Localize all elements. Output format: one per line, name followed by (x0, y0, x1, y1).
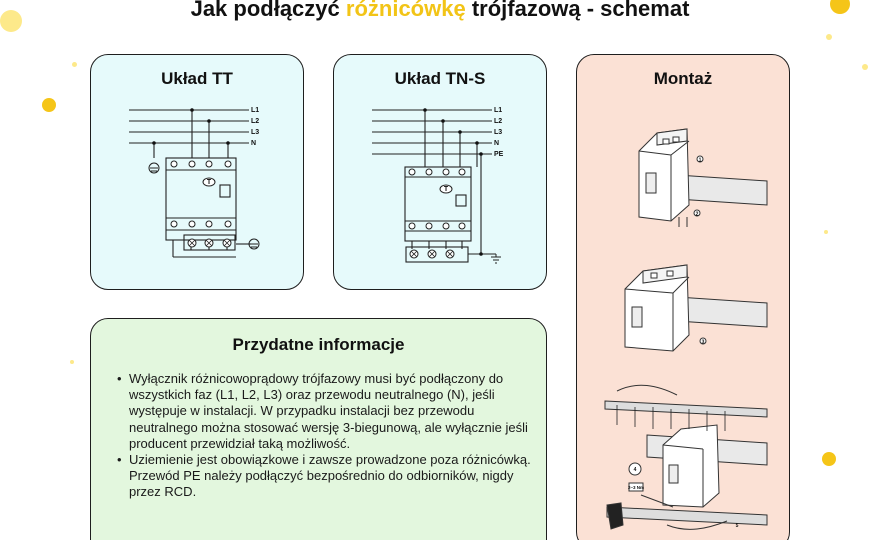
torque-label: 2–3 Nm (628, 485, 644, 490)
line-label-l3: L3 (251, 129, 259, 136)
decor-dot (72, 62, 77, 67)
panel-title: Montaż (653, 69, 713, 88)
decor-dot (42, 98, 56, 112)
step-mark: 4 (634, 467, 637, 473)
page-title: Jak podłączyć różnicówkę trójfazową - sc… (0, 0, 880, 22)
mounting-step-3 (604, 384, 768, 530)
info-bullet: Uziemienie jest obowiązkowe i zawsze pro… (117, 452, 537, 501)
line-label-n: N (251, 140, 256, 147)
montaz-illustration: 1 2 3 4 5 2–3 Nm (604, 128, 768, 530)
step-mark: 5 (736, 523, 739, 529)
panel-useful-info: Przydatne informacje Wyłącznik różnicowo… (90, 318, 547, 540)
mounting-step-1 (638, 128, 768, 227)
line-label-l3: L3 (494, 129, 502, 136)
mounting-step-2 (624, 264, 768, 352)
info-bullet: Wyłącznik różnicowoprądowy trójfazowy mu… (117, 371, 537, 452)
device-symbol: T (207, 179, 212, 186)
title-highlight: różnicówkę (345, 0, 466, 21)
panel-montaz: Montaż (576, 54, 790, 540)
line-label-l2: L2 (251, 118, 259, 125)
line-label-l2: L2 (494, 118, 502, 125)
decor-dot (826, 34, 832, 40)
panel-tns-system: Układ TN-S (333, 54, 547, 290)
panel-title: Przydatne informacje (232, 335, 405, 354)
title-text-end: trójfazową - schemat (465, 0, 690, 21)
panel-title: Układ TN-S (394, 69, 486, 88)
info-bullet-list: Wyłącznik różnicowoprądowy trójfazowy mu… (117, 371, 537, 501)
title-text: Jak podłączyć (190, 0, 346, 21)
line-label-l1: L1 (494, 107, 502, 114)
line-label-l1: L1 (251, 107, 259, 114)
decor-dot (0, 10, 22, 32)
decor-dot (822, 452, 836, 466)
decor-dot (862, 64, 868, 70)
line-label-n: N (494, 140, 499, 147)
line-label-pe: PE (494, 151, 504, 158)
tns-wiring-diagram: T L1 L2 L3 N PE (372, 107, 504, 264)
panel-title: Układ TT (161, 69, 233, 88)
step-mark: 3 (702, 340, 705, 346)
decor-dot (70, 360, 74, 364)
decor-dot (830, 0, 850, 14)
decor-dot (824, 230, 828, 234)
panel-tt-system: Układ TT (90, 54, 304, 290)
step-mark: 1 (699, 158, 702, 164)
device-symbol: T (444, 186, 449, 193)
tt-wiring-diagram: T L1 L2 L3 N (129, 107, 260, 258)
step-mark: 2 (696, 212, 699, 218)
